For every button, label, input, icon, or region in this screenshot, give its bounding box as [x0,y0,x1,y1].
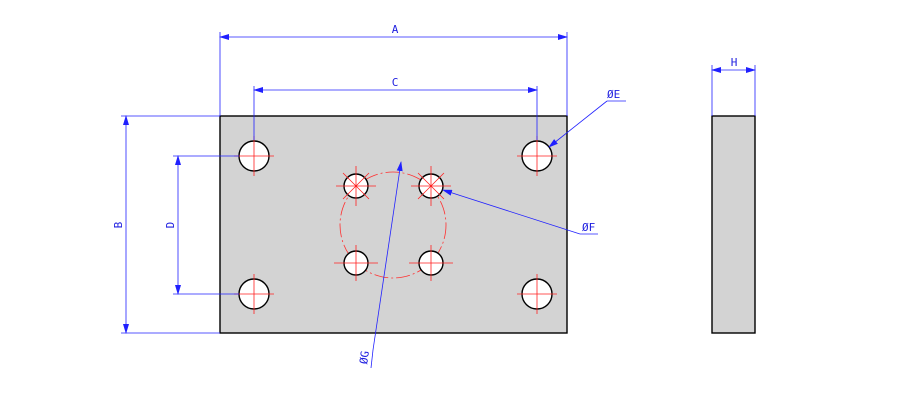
dimension-b-label: B [112,221,125,228]
hole-bottom-right [517,274,557,314]
diameter-e-label: ØE [607,88,620,101]
dimension-d: D [164,155,239,295]
diameter-f-label: ØF [582,221,595,234]
small-hole-top-left [336,166,376,206]
diameter-g-callout: ØG [357,161,403,369]
dimension-b: B [112,115,220,334]
dimension-c-label: C [392,76,399,89]
diameter-g-label: ØG [357,350,372,365]
dimension-c: C [253,76,538,140]
plate-side-view [711,115,756,334]
small-hole-top-right [411,166,451,206]
dimension-h-label: H [731,56,738,69]
dimension-h: H [711,56,756,116]
dimension-d-label: D [164,222,177,229]
dimension-a: A [219,23,568,116]
diameter-f-callout: ØF [442,189,598,235]
small-hole-bottom-right [409,245,453,281]
bolt-circle [339,171,447,279]
plate-front-view [219,115,568,334]
large-holes [234,136,557,314]
small-holes [334,166,453,281]
small-hole-bottom-left [334,245,378,281]
hole-top-right [517,136,557,176]
dimension-a-label: A [392,23,399,36]
diameter-e-callout: ØE [548,88,626,148]
